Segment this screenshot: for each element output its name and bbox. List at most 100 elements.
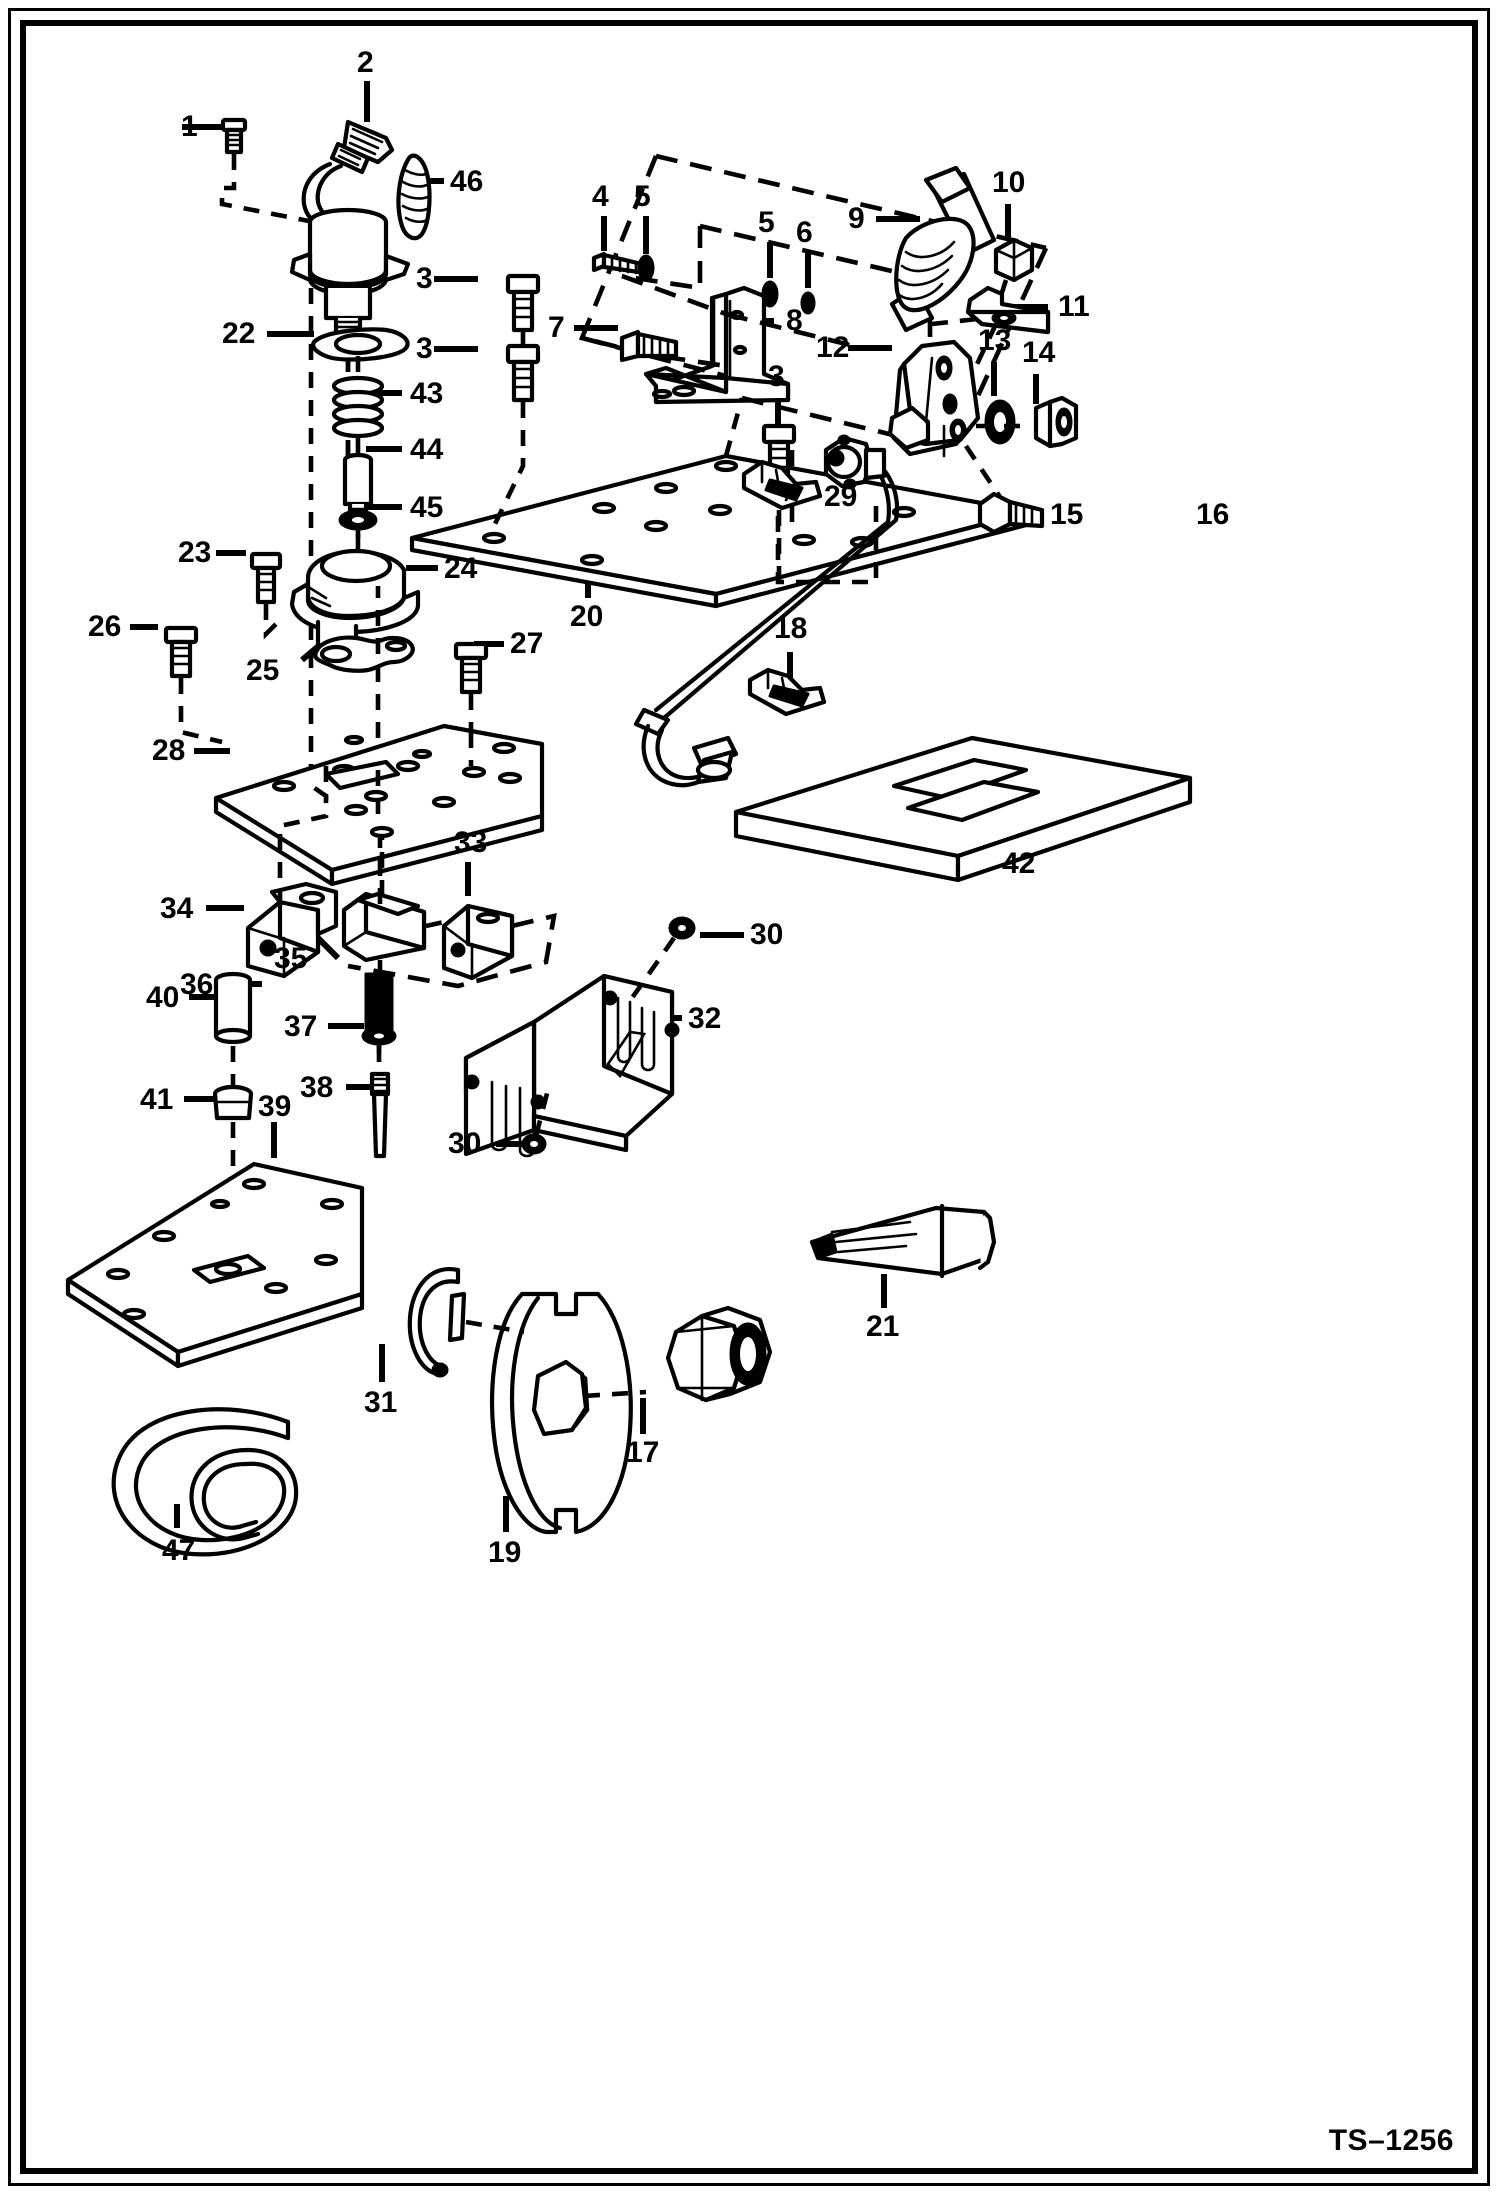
callout-10: 10 xyxy=(992,166,1026,199)
callout-34: 34 xyxy=(160,892,194,925)
callout-7: 7 xyxy=(548,311,565,344)
callout-5b: 5 xyxy=(758,206,775,239)
callout-22: 22 xyxy=(222,317,256,350)
part-30-pin-b xyxy=(521,1133,547,1155)
part-cable-switch xyxy=(823,434,887,490)
callout-25: 25 xyxy=(246,654,280,687)
callout-33: 33 xyxy=(454,826,488,859)
part-3-bolt-a xyxy=(505,273,541,333)
diagram-caption: TS–1256 xyxy=(1328,2124,1454,2157)
callout-19: 19 xyxy=(488,1536,522,1569)
callout-29: 29 xyxy=(824,480,858,513)
part-39-mounting-plate-lower xyxy=(65,1161,365,1369)
part-20-mounting-plate-upper xyxy=(409,453,1033,609)
part-23-bolt xyxy=(249,551,283,605)
callout-35: 35 xyxy=(274,942,308,975)
part-31-retaining-ring xyxy=(407,1266,467,1378)
diagram-artwork: .s { fill:none; stroke:#000; stroke-widt… xyxy=(26,26,1472,2168)
part-13-washer xyxy=(984,399,1016,445)
part-29-cable-clamp xyxy=(741,459,823,511)
callout-44: 44 xyxy=(410,433,444,466)
part-3-bolt-b xyxy=(505,343,541,403)
callout-3c: 3 xyxy=(768,360,785,393)
part-12-lever-bracket xyxy=(887,339,981,458)
callout-47: 47 xyxy=(162,1534,196,1567)
outer-border xyxy=(8,8,1490,2186)
callout-21: 21 xyxy=(866,1310,900,1343)
callout-27: 27 xyxy=(510,627,544,660)
part-4-screw xyxy=(591,251,649,276)
callout-30a: 30 xyxy=(750,918,784,951)
part-14-lock-nut xyxy=(1033,395,1079,449)
callout-46: 46 xyxy=(450,165,484,198)
callout-8: 8 xyxy=(786,304,803,337)
part-solenoid xyxy=(289,207,411,357)
part-9-spring xyxy=(889,165,997,333)
part-37-washer xyxy=(361,1026,397,1046)
part-26-bolt xyxy=(163,625,199,679)
callout-43: 43 xyxy=(410,377,444,410)
callout-28: 28 xyxy=(152,734,186,767)
callout-38: 38 xyxy=(300,1071,334,1104)
part-6-washer xyxy=(800,291,816,315)
part-17-hex-nut xyxy=(665,1305,773,1403)
part-41-bushing xyxy=(212,1084,254,1121)
part-10-nut xyxy=(993,237,1035,283)
part-1-screw xyxy=(220,117,248,155)
callout-9: 9 xyxy=(848,202,865,235)
callout-4: 4 xyxy=(592,180,609,213)
part-43-spring xyxy=(331,375,385,439)
part-34-spacer-block xyxy=(245,881,339,979)
inner-border xyxy=(20,20,1478,2174)
callout-30b: 30 xyxy=(448,1127,482,1160)
part-19-cam-plate xyxy=(490,1291,633,1535)
part-32-pedal-bracket xyxy=(463,973,680,1158)
callout-20: 20 xyxy=(570,600,604,633)
callout-16: 16 xyxy=(1196,498,1230,531)
part-46-spring xyxy=(396,153,432,241)
part-22-gasket xyxy=(311,327,410,362)
part-27-bolt xyxy=(453,641,489,695)
part-38-long-bolt xyxy=(369,1071,391,1159)
callout-18: 18 xyxy=(774,612,808,645)
callout-36: 36 xyxy=(180,968,214,1001)
callout-45: 45 xyxy=(410,491,444,524)
part-11-latch-link xyxy=(965,285,1051,335)
callout-2: 2 xyxy=(357,46,374,79)
part-8-bracket xyxy=(643,285,791,405)
part-30-pin-a xyxy=(668,916,696,940)
callout-37: 37 xyxy=(284,1010,318,1043)
part-25-gasket-plate xyxy=(313,635,415,673)
part-35-spacer-block xyxy=(341,891,427,963)
callout-23: 23 xyxy=(178,536,212,569)
callout-40: 40 xyxy=(146,981,180,1014)
callout-41: 41 xyxy=(140,1083,174,1116)
part-21-sealant-tube xyxy=(809,1203,997,1279)
part-5-washer-b xyxy=(761,280,779,308)
callout-26: 26 xyxy=(88,610,122,643)
part-40-spacer-tube xyxy=(213,971,253,1045)
callout-42: 42 xyxy=(1002,847,1036,880)
part-5-washer xyxy=(637,254,655,282)
callout-24: 24 xyxy=(444,552,478,585)
part-18-cable-clamp xyxy=(747,667,827,717)
part-45-washer xyxy=(338,509,378,531)
callout-32: 32 xyxy=(688,1002,722,1035)
callout-6: 6 xyxy=(796,216,813,249)
callout-17: 17 xyxy=(626,1436,660,1469)
part-16-hex-bolt xyxy=(977,491,1045,535)
part-7-cap-screw xyxy=(619,329,679,363)
callout-39: 39 xyxy=(258,1090,292,1123)
callout-31: 31 xyxy=(364,1386,398,1419)
part-33-spacer-block xyxy=(441,903,515,981)
part-42-floor-mat xyxy=(733,735,1193,883)
callout-3a: 3 xyxy=(416,262,433,295)
callout-5a: 5 xyxy=(634,180,651,213)
callout-11: 11 xyxy=(1058,290,1090,323)
callout-3b: 3 xyxy=(416,332,433,365)
part-36-spring xyxy=(364,972,394,1036)
callout-13: 13 xyxy=(978,324,1012,357)
exploded-view-svg: .s { fill:none; stroke:#000; stroke-widt… xyxy=(65,81,1193,1557)
callout-12: 12 xyxy=(816,331,850,364)
